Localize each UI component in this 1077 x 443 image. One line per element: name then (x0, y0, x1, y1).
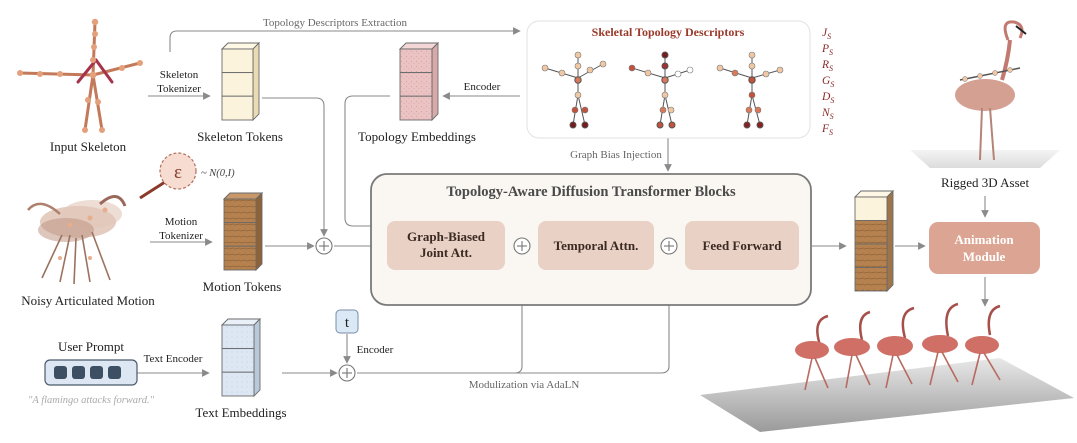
noise-distribution-label: ~ N(0,I) (201, 168, 235, 179)
noise-epsilon-icon: ε (139, 152, 197, 200)
skeleton-tokenizer-label-2: Tokenizer (157, 83, 201, 95)
timestep-box: t (335, 309, 359, 334)
user-prompt-label: User Prompt (58, 339, 124, 354)
user-prompt-input-icon (44, 359, 138, 386)
plus-circle-icon (660, 237, 678, 255)
skeleton-tokenizer-label-1: Skeleton (160, 69, 199, 81)
descriptor-g: GS (822, 75, 834, 89)
feed-forward-block (685, 221, 799, 270)
plus-circle-icon (315, 237, 333, 255)
animation-module-block (929, 222, 1040, 274)
skeleton-tokens-stack (220, 41, 261, 122)
timestep-encoder-label: Encoder (357, 344, 394, 356)
output-tokens-stack (853, 189, 895, 293)
graph-biased-joint-att-block (387, 221, 505, 270)
graph-bias-injection-label: Graph Bias Injection (570, 149, 662, 161)
rigged-asset-label: Rigged 3D Asset (941, 175, 1030, 190)
skeleton-tokens-label: Skeleton Tokens (197, 129, 283, 144)
text-embeddings-label: Text Embeddings (195, 405, 286, 420)
plus-circle-icon (338, 364, 356, 382)
descriptor-r: RS (821, 59, 833, 73)
motion-tokenizer-label-1: Motion (165, 216, 198, 228)
transformer-title: Topology-Aware Diffusion Transformer Blo… (446, 184, 736, 200)
graph-biased-label-2: Joint Att. (420, 245, 472, 260)
topology-embeddings-stack (398, 41, 440, 122)
descriptor-graph-2 (628, 51, 694, 129)
graph-biased-label-1: Graph-Biased (407, 229, 486, 244)
motion-tokenizer-label-2: Tokenizer (159, 230, 203, 242)
motion-tokens-label: Motion Tokens (203, 279, 282, 294)
topology-encoder-label: Encoder (464, 81, 501, 93)
temporal-attn-block (538, 221, 654, 270)
temporal-attn-label: Temporal Attn. (554, 238, 639, 253)
descriptor-graph-3 (716, 51, 784, 129)
animation-module-label-2: Module (963, 249, 1006, 264)
descriptors-panel-title: Skeletal Topology Descriptors (592, 25, 745, 39)
skeleton-figure-icon (17, 18, 143, 133)
noisy-motion-flamingo-icon (27, 195, 127, 285)
noisy-motion-label: Noisy Articulated Motion (21, 293, 155, 308)
motion-tokens-stack (222, 191, 264, 272)
animation-module-label-1: Animation (954, 232, 1014, 247)
noise-symbol: ε (174, 162, 182, 183)
rigged-flamingo-icon (910, 20, 1060, 168)
text-embeddings-stack (220, 317, 262, 398)
descriptor-f: FS (821, 123, 833, 137)
descriptor-p: PS (821, 43, 833, 57)
animated-flamingos-icon (700, 302, 1074, 432)
descriptor-d: DS (821, 91, 834, 105)
timestep-symbol: t (345, 315, 350, 331)
connectors (137, 27, 989, 377)
descriptor-j: JS (822, 27, 831, 41)
topology-embeddings-label: Topology Embeddings (358, 129, 476, 144)
text-encoder-label: Text Encoder (144, 353, 203, 365)
input-skeleton-label: Input Skeleton (50, 139, 127, 154)
topology-extraction-label: Topology Descriptors Extraction (263, 17, 408, 29)
prompt-example: "A flamingo attacks forward." (28, 395, 155, 406)
descriptor-n: NS (821, 107, 834, 121)
modulization-label: Modulization via AdaLN (469, 379, 580, 391)
plus-circle-icon (513, 237, 531, 255)
descriptor-graph-1 (541, 51, 607, 129)
descriptor-symbols: JS PS RS GS DS NS FS (821, 27, 834, 137)
feed-forward-label: Feed Forward (702, 238, 782, 253)
